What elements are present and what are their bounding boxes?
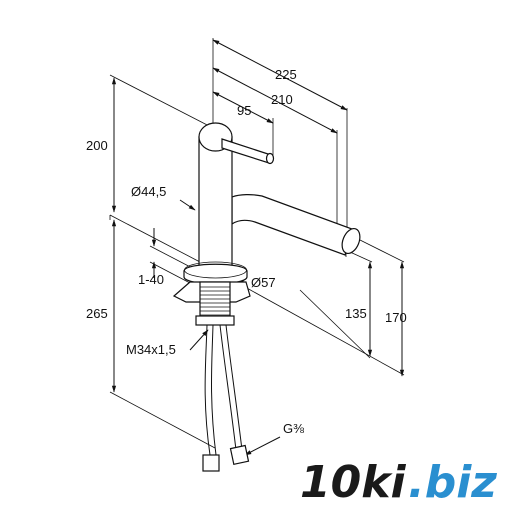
faucet [172,122,361,472]
dim-range-1-40: 1-40 [138,272,164,287]
dim-170: 170 [385,310,407,325]
dim-thread: M34x1,5 [126,342,176,357]
dim-diameter-57: Ø57 [251,275,276,290]
dim-210: 210 [271,92,293,107]
watermark: 10ki .biz [300,457,497,508]
dim-135: 135 [345,306,367,321]
dim-225: 225 [275,67,297,82]
dim-95: 95 [237,103,251,118]
watermark-text-biz: .biz [408,457,497,508]
dim-g38: G⅜ [283,421,304,436]
dim-200: 200 [86,138,108,153]
watermark-text-10ki: 10ki [300,457,406,508]
dim-diameter-44: Ø44,5 [131,184,166,199]
dimension-lines [109,38,405,456]
dim-265: 265 [86,306,108,321]
thread-lines [200,286,230,316]
